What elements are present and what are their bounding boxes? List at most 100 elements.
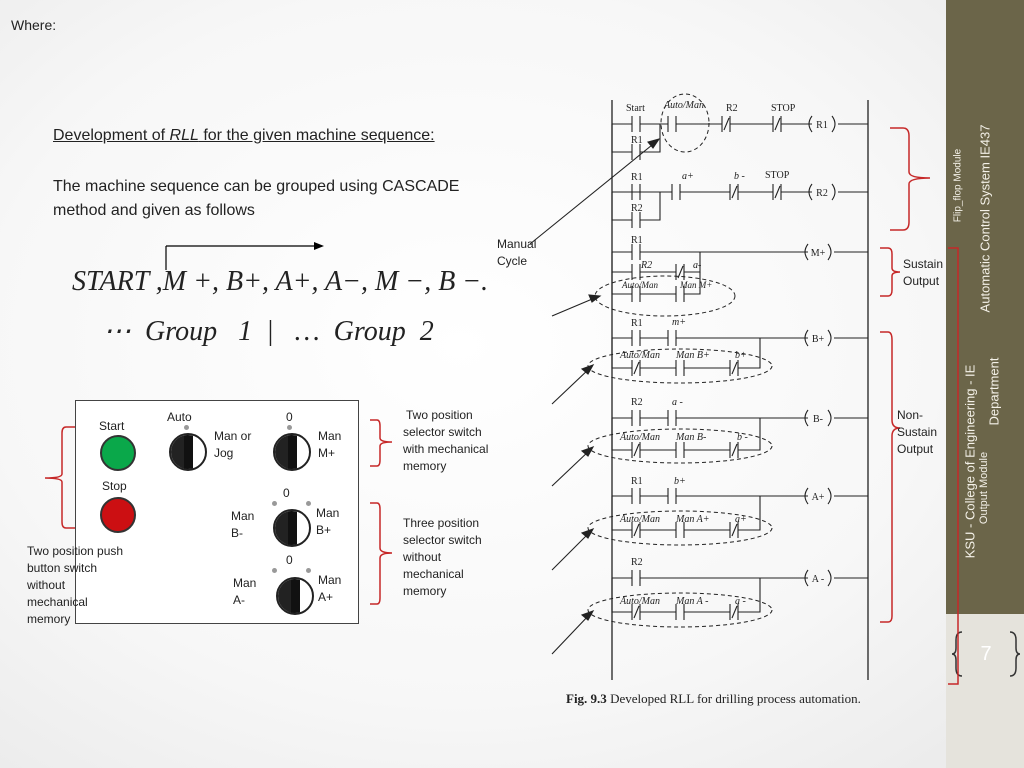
lbl-r2-m: R2 — [640, 260, 652, 271]
two-pos-selector-note: Two position selector switch with mechan… — [403, 407, 488, 475]
lbl-a-minus-a: a - — [735, 596, 746, 607]
man-m-label-a: Man — [318, 429, 342, 443]
caption-bold: Fig. 9.3 — [566, 691, 607, 706]
lbl-r1-b: R1 — [631, 318, 643, 329]
note-line: selector switch — [403, 425, 482, 439]
auto-label: Auto — [167, 410, 192, 424]
lbl-r2-seal: R2 — [631, 203, 643, 214]
sequence-groups: ⋯ Group 1 | … Group 2 — [103, 316, 434, 347]
manual-cycle-note: Manual Cycle — [497, 236, 536, 270]
jog-label: Jog — [214, 446, 234, 460]
note-line: Manual — [497, 237, 537, 251]
lbl-r1-a: R1 — [631, 476, 643, 487]
man-or-label: Man or — [214, 429, 252, 443]
subtitle-pre: Development of — [53, 127, 170, 144]
note-line: memory — [403, 584, 447, 598]
lbl-r1-rung2: R1 — [631, 172, 643, 183]
coil-r1: R1 — [816, 120, 828, 131]
manual-bm-highlight — [587, 428, 773, 464]
lbl-auto-man-bp: Auto/Man — [619, 350, 660, 361]
paragraph-line-1: The machine sequence can be grouped usin… — [53, 178, 460, 195]
zero-label-3: 0 — [286, 553, 293, 567]
note-line: selector switch — [403, 533, 482, 547]
note-line: button switch — [27, 561, 98, 575]
lbl-man-m-plus: Man M+ — [679, 280, 712, 290]
lbl-r1-seal: R1 — [631, 135, 643, 146]
lbl-b-minus: b - — [734, 171, 745, 182]
note-line: memory — [403, 459, 447, 473]
lbl-b-plus: b+ — [735, 350, 747, 361]
zero-label-2: 0 — [283, 486, 290, 500]
note-line: mechanical — [27, 595, 88, 609]
manual-ap-highlight — [587, 510, 773, 546]
lbl-b-plus-a: b+ — [674, 476, 686, 487]
auto-man-highlight — [660, 93, 710, 153]
lbl-auto-man-m: Auto/Man — [621, 280, 658, 290]
lbl-man-b-plus: Man B+ — [675, 350, 710, 361]
lbl-b-minus-b: b - — [737, 432, 748, 443]
manual-am-highlight — [587, 592, 773, 628]
man-bm-label-b: B- — [231, 526, 243, 540]
man-a-selector[interactable] — [276, 577, 314, 615]
man-ap-label-a: Man — [318, 573, 342, 587]
machine-sequence: START ,M +, B+, A+, A−, M −, B −. — [72, 266, 489, 297]
a-left-dot — [272, 568, 277, 573]
man-m-label-b: M+ — [318, 446, 336, 460]
man-bm-label-a: Man — [231, 509, 255, 523]
lbl-auto-man: Auto/Man — [663, 100, 704, 111]
note-line: Two position — [406, 408, 473, 422]
b-left-dot — [272, 501, 277, 506]
lbl-man-a-plus: Man A+ — [675, 514, 710, 525]
stop-button[interactable] — [100, 497, 136, 533]
note-line: Sustain — [903, 257, 944, 271]
subtitle-post: for the given machine sequence: — [198, 127, 435, 144]
stop-label: Stop — [102, 479, 127, 493]
b-right-dot — [306, 501, 311, 506]
man-b-selector[interactable] — [273, 509, 311, 547]
lbl-auto-man-am: Auto/Man — [619, 596, 660, 607]
man-am-label-b: A- — [233, 593, 245, 607]
lbl-a-plus: a+ — [682, 171, 694, 182]
note-line: Output — [903, 274, 940, 288]
note-line: memory — [27, 612, 71, 626]
coil-b-plus: B+ — [812, 334, 825, 345]
start-button[interactable] — [100, 435, 136, 471]
coil-r2: R2 — [816, 188, 828, 199]
lbl-a-minus-m: a- — [693, 260, 701, 271]
lbl-a-minus-b: a - — [672, 397, 683, 408]
note-line: Three position — [403, 516, 480, 530]
slide-heading: Where: — [11, 17, 57, 33]
lbl-stop-2: STOP — [765, 170, 790, 181]
lbl-auto-man-ap: Auto/Man — [619, 514, 660, 525]
note-line: Two position push — [27, 544, 124, 558]
group-arrow — [165, 242, 324, 270]
lbl-m-plus: m+ — [672, 317, 686, 328]
man-ap-label-b: A+ — [318, 590, 334, 604]
note-line: mechanical — [403, 567, 464, 581]
lbl-man-b-minus: Man B- — [675, 432, 706, 443]
figure-caption: Fig. 9.3 Developed RLL for drilling proc… — [566, 691, 861, 707]
coil-a-minus: A - — [812, 574, 825, 585]
auto-indicator-dot — [184, 425, 189, 430]
lbl-r2-b: R2 — [631, 397, 643, 408]
coil-m-plus: M+ — [811, 248, 826, 259]
note-line: Output — [897, 442, 934, 456]
man-m-selector[interactable] — [273, 433, 311, 471]
man-bp-label-a: Man — [316, 506, 340, 520]
note-line: Sustain — [897, 425, 938, 439]
two-pos-push-note: Two position push button switch without … — [27, 543, 123, 628]
auto-man-selector[interactable] — [169, 433, 207, 471]
sidebar-lower-band — [946, 614, 1024, 768]
three-pos-selector-note: Three position selector switch without m… — [403, 515, 482, 600]
note-line: without — [403, 550, 442, 564]
lbl-r1-m: R1 — [631, 235, 643, 246]
man-am-label-a: Man — [233, 576, 257, 590]
m-indicator-dot — [287, 425, 292, 430]
lbl-man-a-minus: Man A - — [675, 596, 708, 607]
caption-rest: Developed RLL for drilling process autom… — [606, 691, 861, 706]
page-number: 7 — [980, 643, 992, 665]
slide-paragraph: The machine sequence can be grouped usin… — [53, 175, 459, 223]
slide-subtitle: Development of RLL for the given machine… — [53, 127, 435, 145]
sustain-output-note: Sustain Output — [903, 256, 943, 290]
